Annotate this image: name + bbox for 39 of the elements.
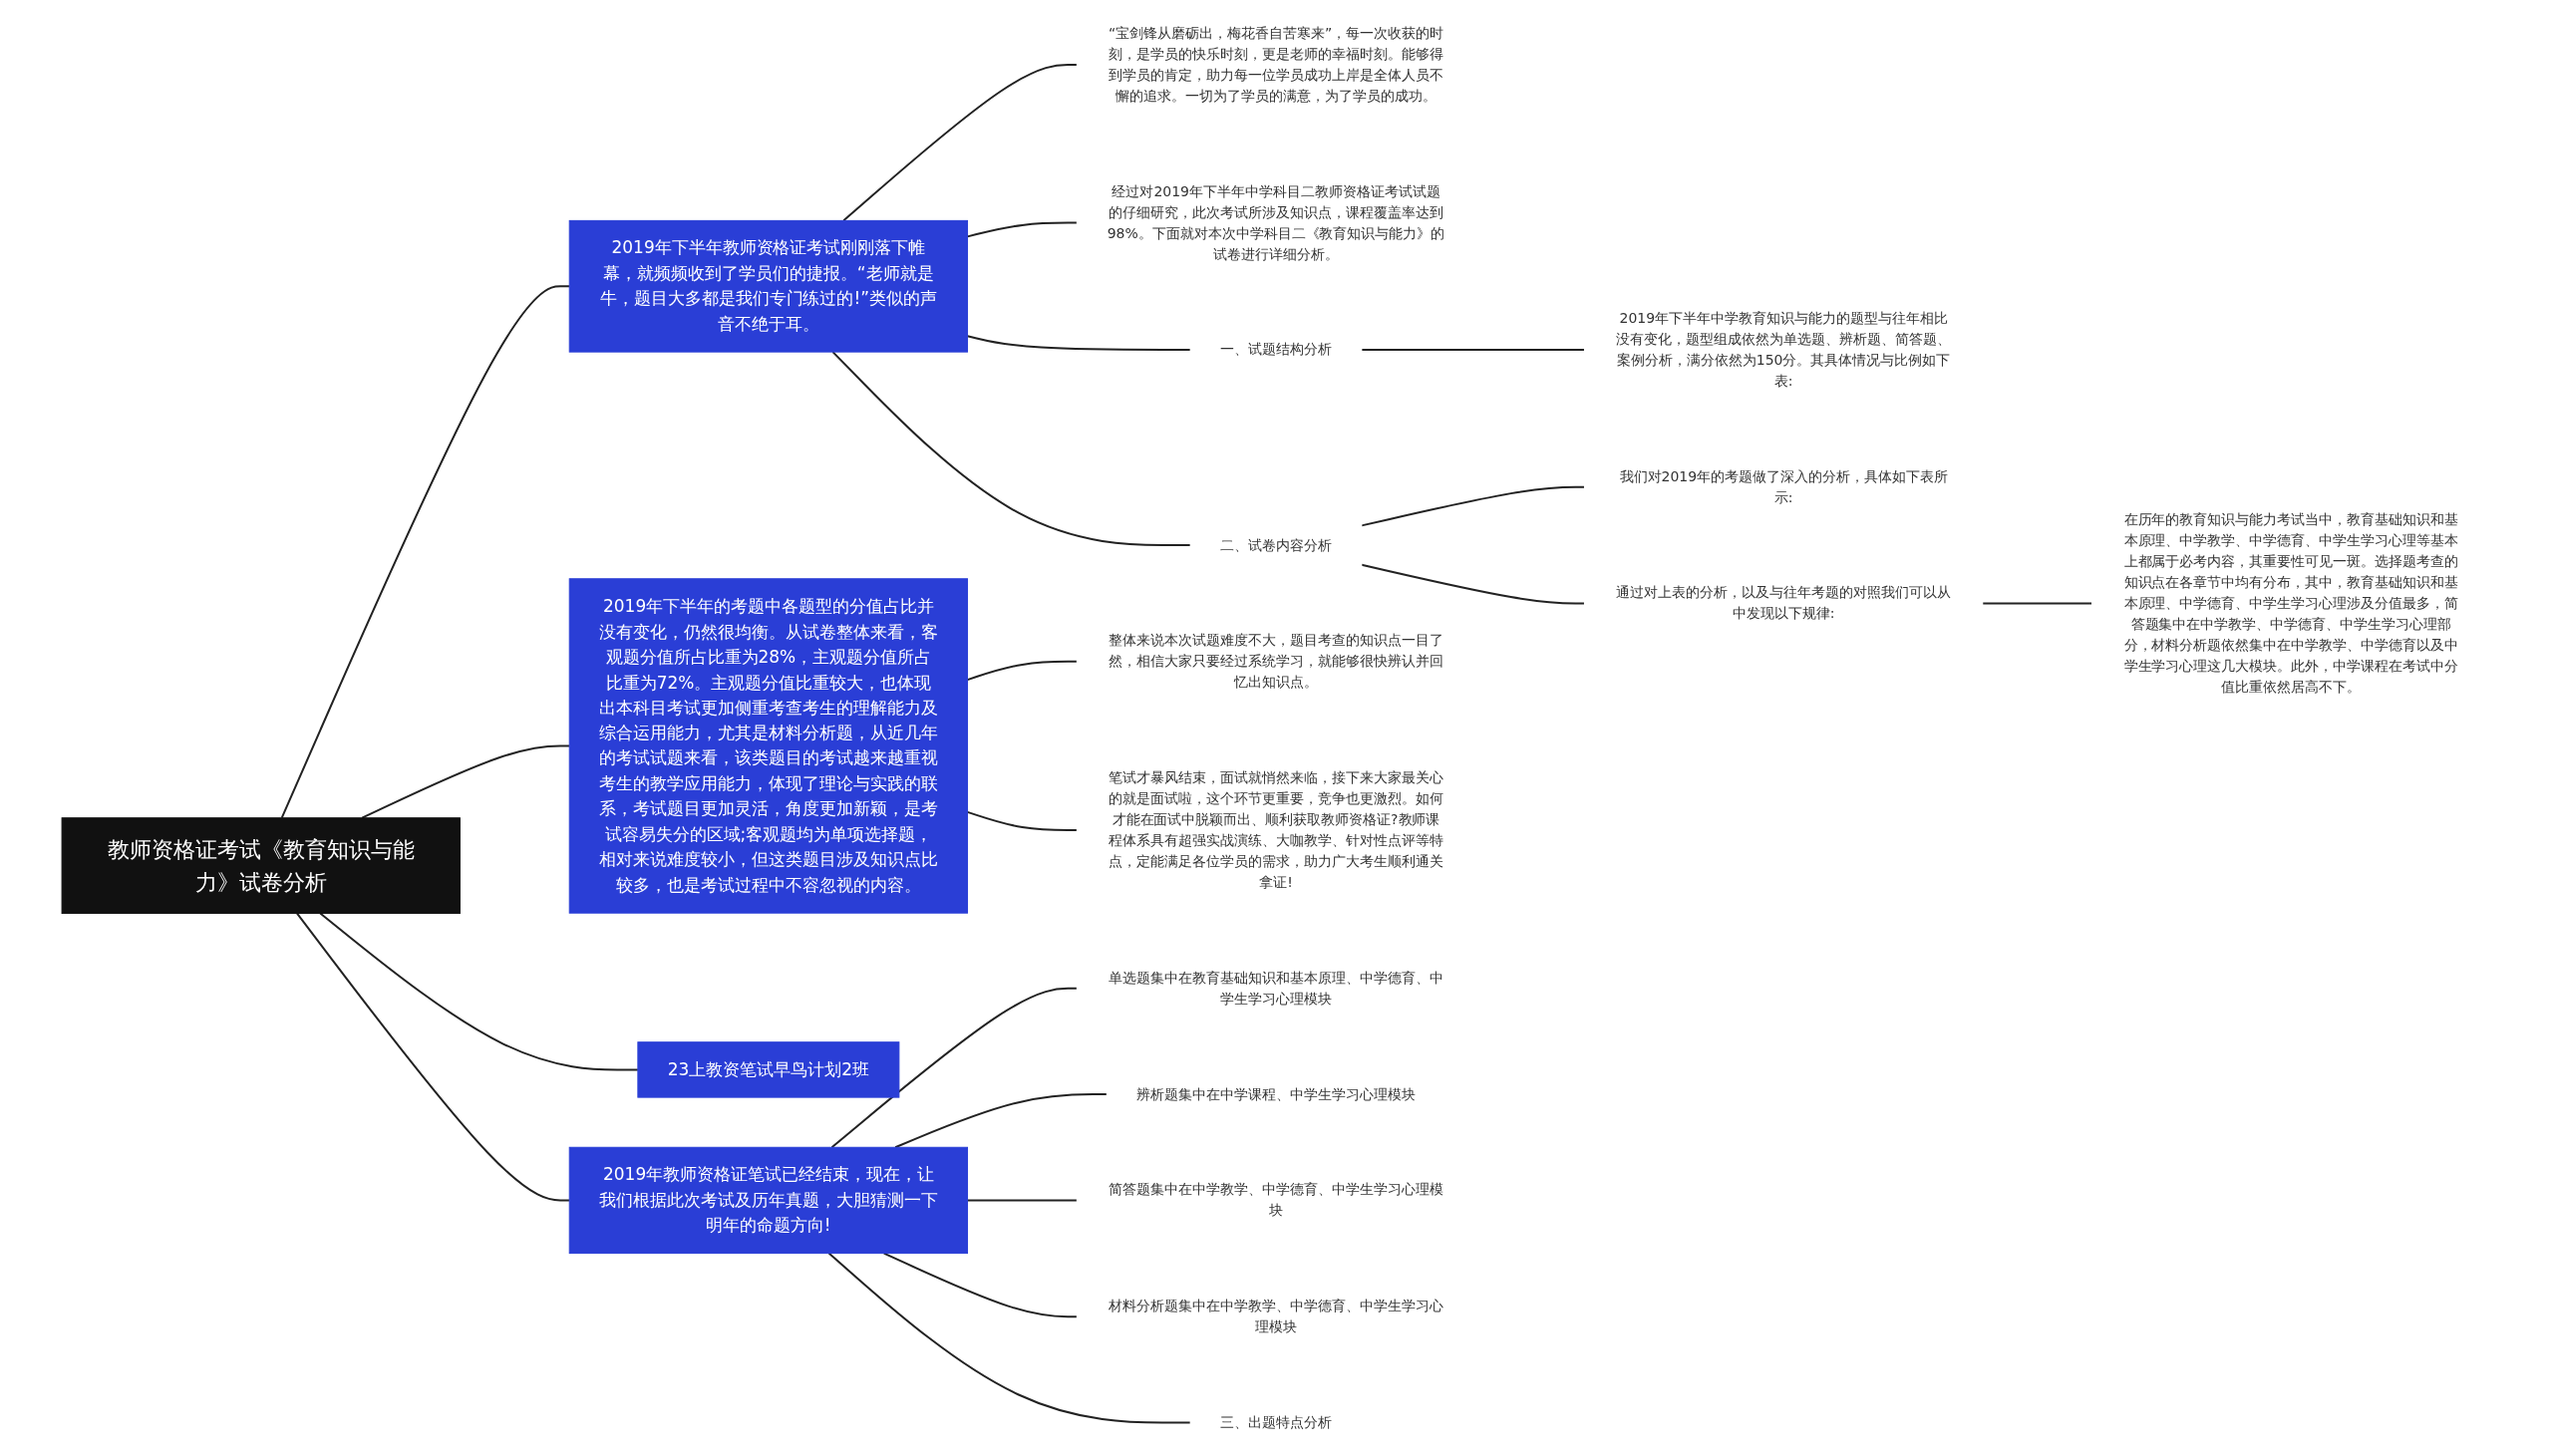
connector <box>842 63 1079 222</box>
node-box: 23上教资笔试早鸟计划2班 <box>637 1041 900 1098</box>
node-text: 三、出题特点分析 <box>1220 1414 1332 1431</box>
node-text: 材料分析题集中在中学教学、中学德育、中学生学习心理模块 <box>1109 1298 1443 1335</box>
node-box: 2019年下半年的考题中各题型的分值占比并没有变化，仍然很均衡。从试卷整体来看，客观题分值所占比重为28%，主观题分值所占比重为72%。主观题分值比重较大，也体现出本科目考试更加侧重考查考生的理解能力及综合运用能力，尤其是材料分析题，从近几年的考试试题来看，该类题目的考试越来越重视考生的教学应用能力，体现了理论与实践的联系，考试题目更加灵活，角度更加新颖，是考试容易失分的区域;客观题均为单项选择题，相对来说难度较小，但这类题目涉及知识点比较多，也是考试过程中不容忽视的内容。 <box>568 578 969 914</box>
node-text: 经过对2019年下半年中学科目二教师资格证考试试题的仔细研究，此次考试所涉及知识点，课程覆盖率达到98%。下面就对本次中学科目二《教育知识与能力》的试卷进行详细分析。 <box>1107 182 1445 262</box>
connector <box>966 221 1079 238</box>
node-text: 单选题集中在教育基础知识和基本原理、中学德育、中学生学习心理模块 <box>1109 969 1443 1007</box>
connector <box>966 810 1079 832</box>
connector <box>830 987 1079 1149</box>
connector <box>827 1252 1192 1424</box>
connector <box>361 744 571 819</box>
connector <box>280 285 571 819</box>
node-text: 一、试题结构分析 <box>1220 341 1332 358</box>
node-text: 通过对上表的分析，以及与往年考题的对照我们可以从中发现以下规律: <box>1616 584 1951 622</box>
node-box: 2019年教师资格证笔试已经结束，现在，让我们根据此次考试及历年真题，大胆猜测一下明年的命题方向! <box>568 1146 969 1255</box>
node-text: 简答题集中在中学教学、中学德育、中学生学习心理模块 <box>1109 1181 1443 1219</box>
connector <box>1360 348 1586 351</box>
node-text: 整体来说本次试题难度不大，题目考查的知识点一目了然，相信大家只要经过系统学习，就能够很快辨认并回忆出知识点。 <box>1109 632 1443 691</box>
connector <box>966 660 1079 682</box>
connector <box>1981 602 2093 605</box>
node-text: 在历年的教育知识与能力考试当中，教育基础知识和基本原理、中学教学、中学德育、中学生学习心理等基本上都属于必考内容，其重要性可见一斑。选择题考查的知识点在各章节中均有分布，其中，教育基础知识和基本原理、中学德育、中学生学习心理涉及分值最多，简答题集中在中学教学、中学德育、中学生学习心理部分，材料分析题依然集中在中学教学、中学德育以及中学生学习心理这几大模块。此外，中学课程在考试中分值比重依然居高不下。 <box>2123 511 2458 695</box>
connector <box>882 1252 1079 1318</box>
node-text: 我们对2019年的考题做了深入的分析，具体如下表所示: <box>1619 467 1948 505</box>
connector <box>1360 485 1586 527</box>
connector <box>1360 563 1586 605</box>
connector <box>831 351 1192 547</box>
node-text: 2019年下半年中学教育知识与能力的题型与往年相比没有变化，题型组成依然为单选题、辨析题、简答题、案例分析，满分依然为150分。其具体情况与比例如下表: <box>1616 309 1951 389</box>
connector <box>319 912 639 1071</box>
node-box: 2019年下半年教师资格证考试刚刚落下帷幕，就频频收到了学员们的捷报。“老师就是牛，题目大多都是我们专门练过的!”类似的声音不绝于耳。 <box>568 219 969 353</box>
connector <box>966 1199 1079 1202</box>
connector <box>296 912 571 1202</box>
connector <box>966 335 1192 351</box>
node-text: “宝剑锋从磨砺出，梅花香自苦寒来”，每一次收获的时刻，是学员的快乐时刻，更是老师的幸福时刻。能够得到学员的肯定，助力每一位学员成功上岸是全体人员不懈的追求。一切为了学员的满意，为了学员的成功。 <box>1109 24 1443 104</box>
node-box: 教师资格证考试《教育知识与能力》试卷分析 <box>61 817 461 915</box>
node-text: 笔试才暴风结束，面试就悄然来临，接下来大家最关心的就是面试啦，这个环节更重要，竞争也更激烈。如何才能在面试中脱颖而出、顺利获取教师资格证?教师课程体系具有超强实战演练、大咖教学、针对性点评等特点，定能满足各位学员的需求，助力广大考生顺利通关拿证! <box>1109 769 1443 890</box>
node-text: 辨析题集中在中学课程、中学生学习心理模块 <box>1136 1085 1416 1102</box>
node-text: 二、试卷内容分析 <box>1220 536 1332 553</box>
connector <box>894 1093 1109 1149</box>
